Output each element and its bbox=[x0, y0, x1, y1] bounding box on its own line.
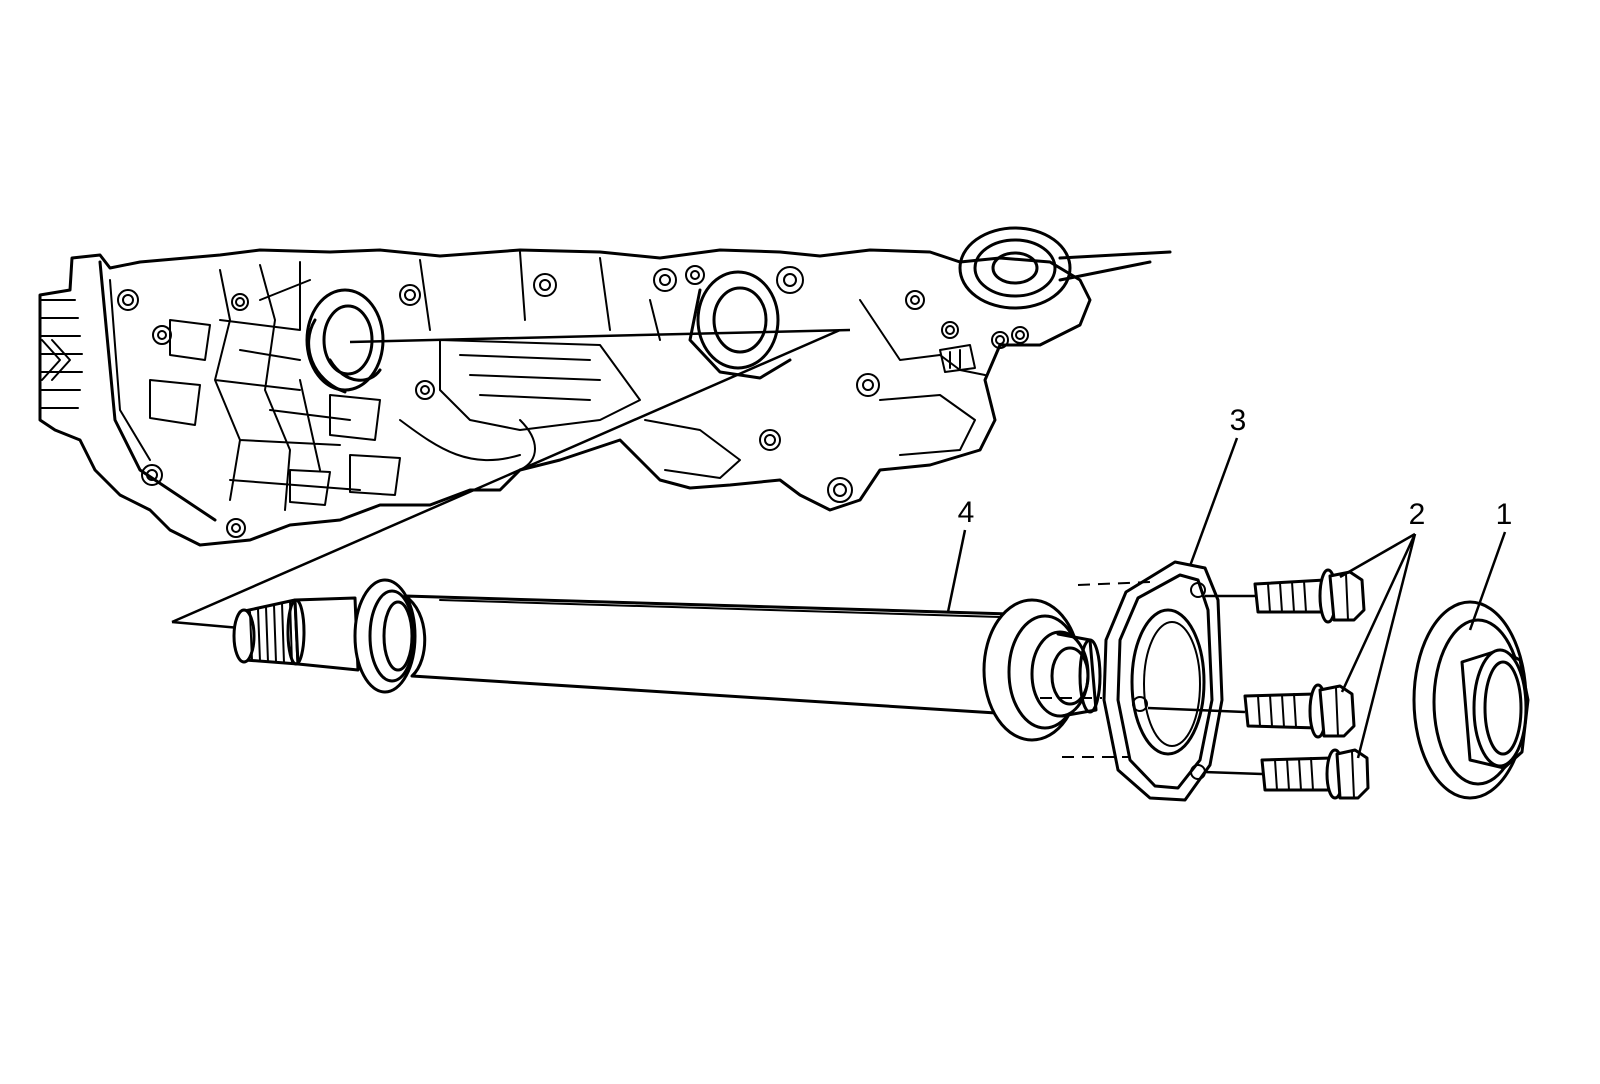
bolt-middle bbox=[1243, 683, 1356, 739]
bolt-guide-lines bbox=[1147, 594, 1263, 776]
callout-1: 1 bbox=[1496, 498, 1513, 531]
bolts bbox=[1243, 568, 1370, 800]
dust-shield-seal bbox=[1412, 600, 1530, 800]
callout-labels: 1 2 3 4 bbox=[958, 404, 1513, 531]
callout-2: 2 bbox=[1409, 498, 1426, 531]
assembly-dashed-lines bbox=[1040, 581, 1151, 758]
bolt-upper bbox=[1253, 568, 1366, 624]
view-projection-lines bbox=[171, 328, 841, 630]
callout-leaders bbox=[946, 437, 1507, 759]
bearing-bracket bbox=[1102, 560, 1224, 802]
callout-4: 4 bbox=[958, 496, 975, 529]
bolt-lower bbox=[1260, 748, 1370, 800]
intermediate-shaft bbox=[232, 578, 1102, 742]
transmission-housing bbox=[38, 226, 1172, 547]
callout-3: 3 bbox=[1230, 404, 1247, 437]
